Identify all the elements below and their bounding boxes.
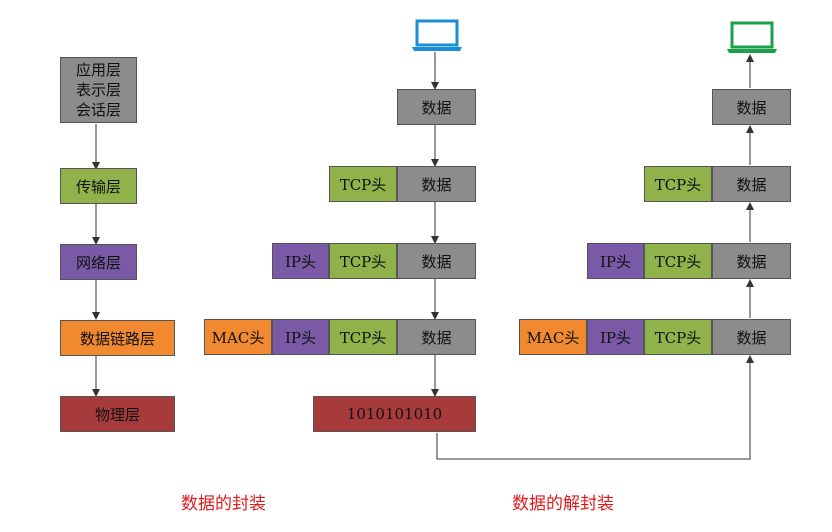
decap-link-ip-header: IP头 (587, 319, 644, 355)
decap-transport-tcp-header: TCP头 (644, 166, 712, 202)
encap-link-data: 数据 (397, 319, 476, 355)
decap-data-box: 数据 (712, 89, 791, 125)
decap-link-data: 数据 (712, 319, 791, 355)
network-layer-box: 网络层 (60, 244, 137, 280)
receiver-laptop-icon (727, 21, 777, 53)
decap-network-data: 数据 (712, 243, 791, 279)
session-layer-label: 会话层 (75, 101, 121, 119)
encap-network-tcp-header: TCP头 (329, 243, 397, 279)
decap-network-tcp-header: TCP头 (644, 243, 712, 279)
application-layer-label: 应用层 (75, 61, 121, 79)
encap-link-mac-header: MAC头 (204, 319, 272, 355)
decap-link-mac-header: MAC头 (519, 319, 587, 355)
encap-link-ip-header: IP头 (272, 319, 329, 355)
decap-transport-data: 数据 (712, 166, 791, 202)
encap-bits-box: 1010101010 (313, 396, 476, 432)
application-layers-box: 应用层 表示层 会话层 (60, 57, 137, 123)
encap-transport-data: 数据 (397, 166, 476, 202)
transport-layer-box: 传输层 (60, 168, 137, 204)
decap-network-ip-header: IP头 (587, 243, 644, 279)
decapsulation-caption: 数据的解封装 (512, 494, 614, 514)
encap-network-data: 数据 (397, 243, 476, 279)
decap-link-tcp-header: TCP头 (644, 319, 712, 355)
datalink-layer-box: 数据链路层 (60, 320, 175, 356)
physical-layer-box: 物理层 (60, 396, 175, 432)
encap-network-ip-header: IP头 (272, 243, 329, 279)
encap-transport-tcp-header: TCP头 (329, 166, 397, 202)
encapsulation-caption: 数据的封装 (181, 494, 266, 514)
sender-laptop-icon (412, 19, 462, 51)
encap-link-tcp-header: TCP头 (329, 319, 397, 355)
encap-data-box: 数据 (397, 89, 476, 125)
presentation-layer-label: 表示层 (75, 81, 121, 99)
